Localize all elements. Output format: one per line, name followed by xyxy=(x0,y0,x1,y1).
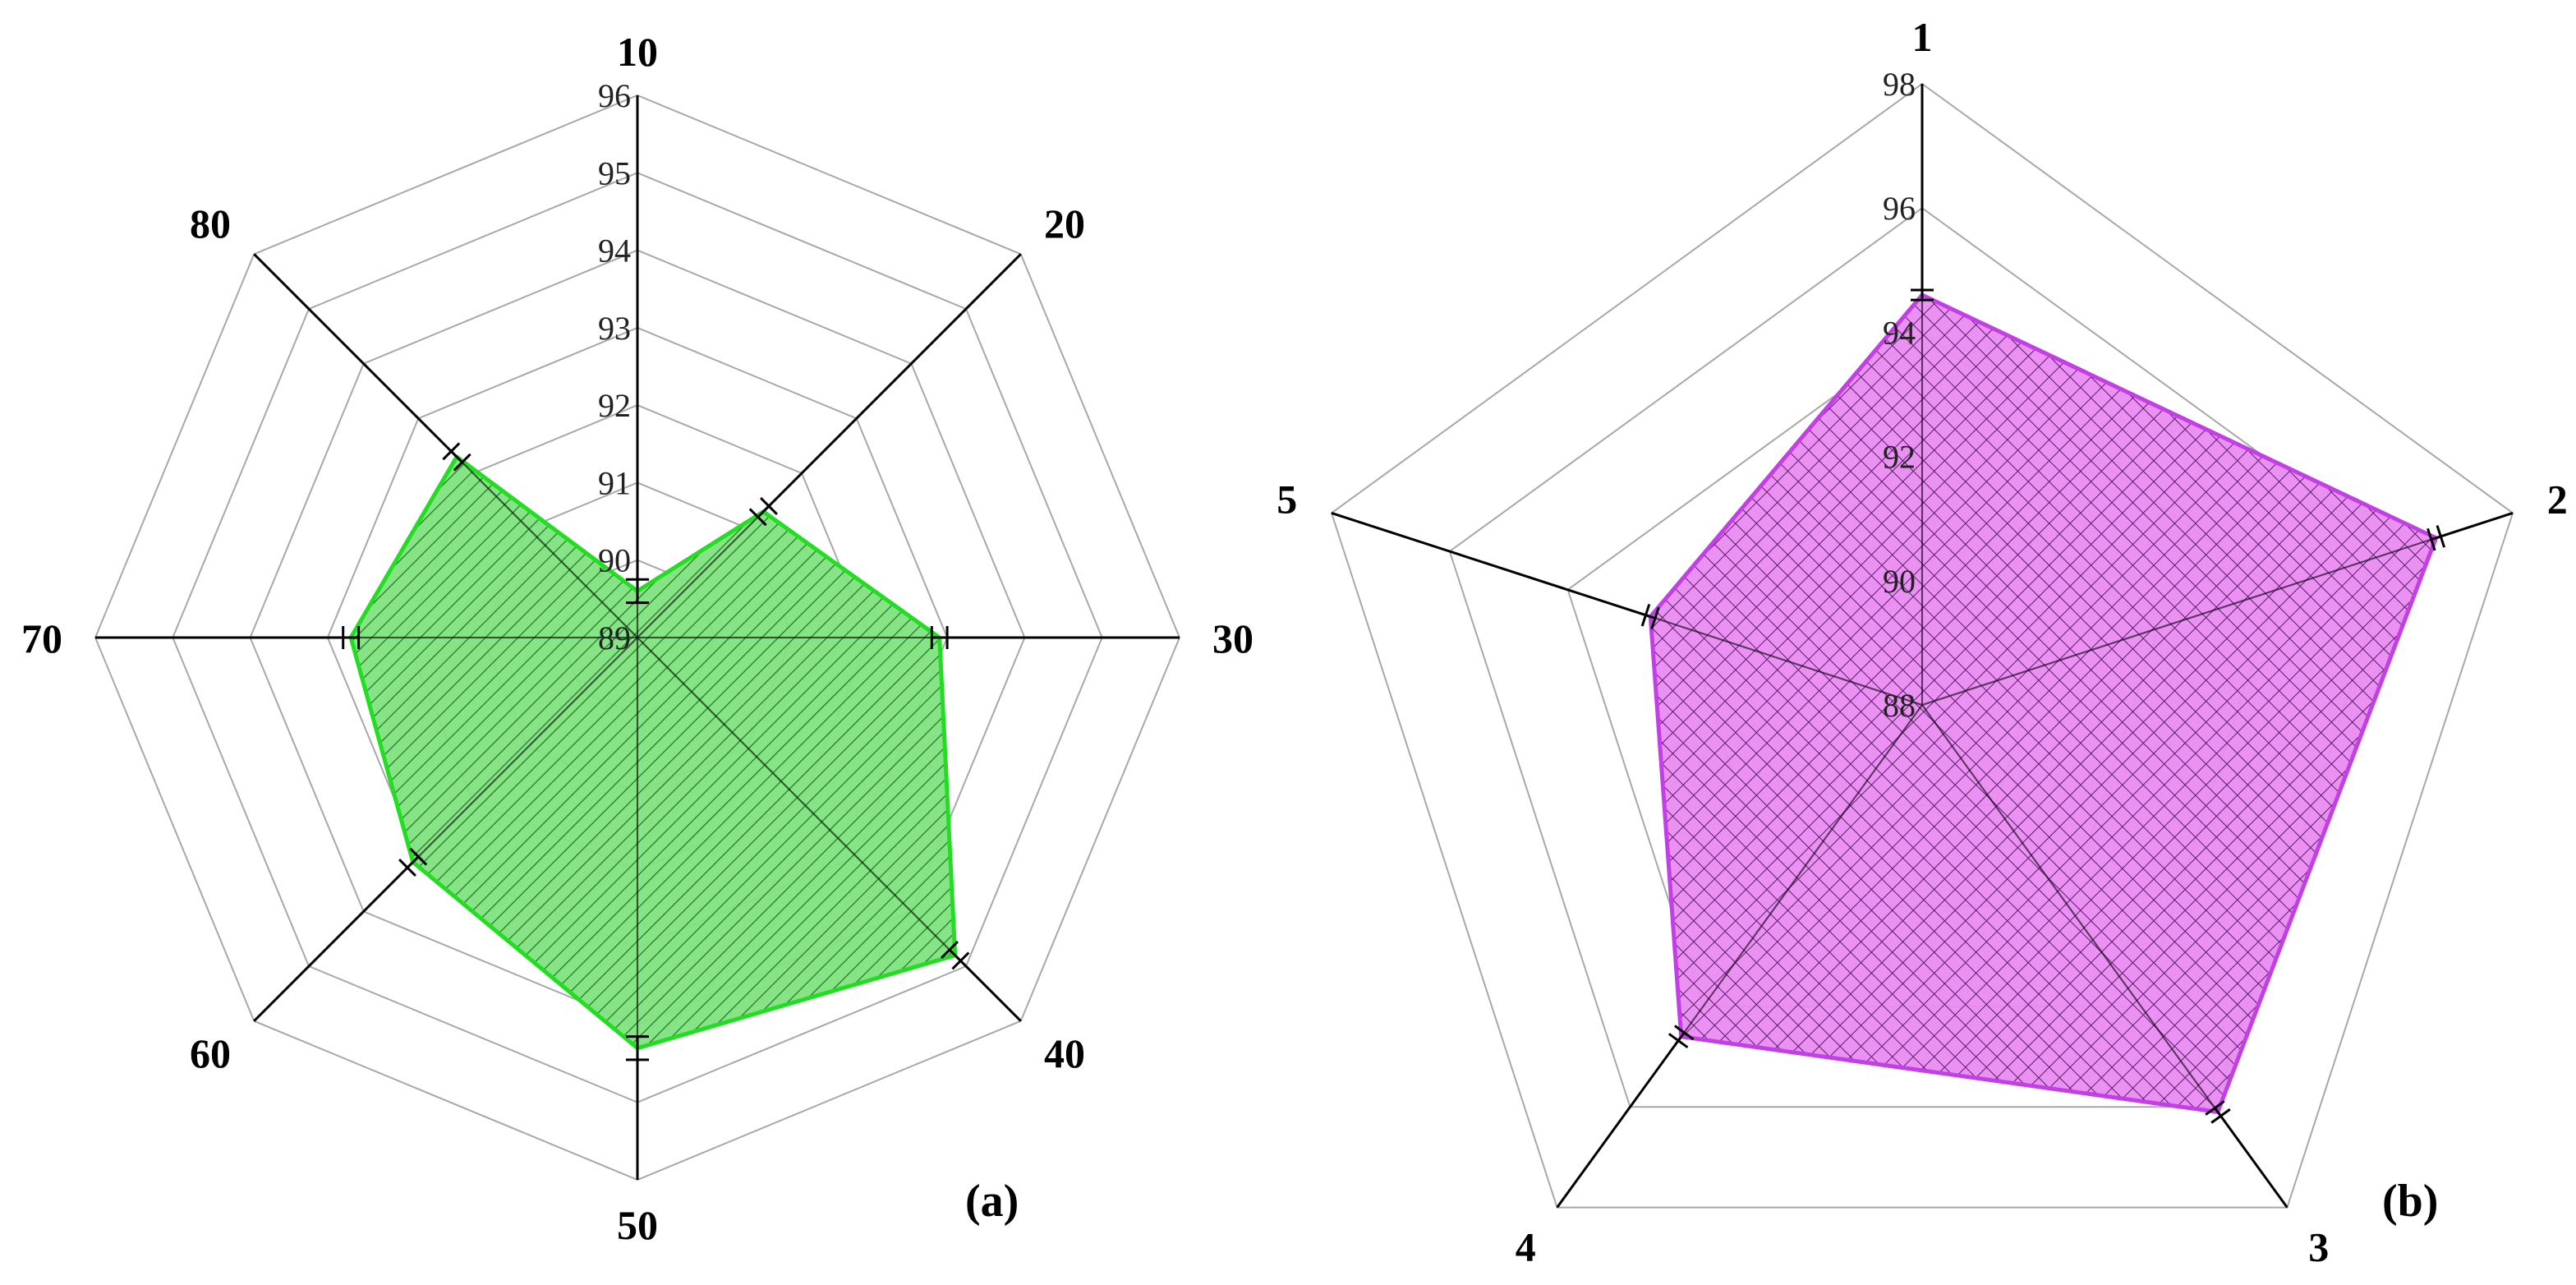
grid-ring xyxy=(1330,82,2514,1209)
axis-spoke-inner xyxy=(1921,704,2219,1112)
error-bar xyxy=(626,578,649,605)
axis-category-label: 4 xyxy=(1516,1224,1536,1270)
axis-spoke-inner xyxy=(1680,704,1923,1038)
axis-category-label: 40 xyxy=(1044,1030,1085,1076)
radar-chart-a: 89 90 91 92 93 94 95 96 10 20 30 40 50 60 70 80 (a) xyxy=(21,29,1254,1248)
error-bar xyxy=(748,497,778,527)
error-bar xyxy=(1640,603,1660,630)
radial-tick-label: 92 xyxy=(598,387,631,424)
radial-tick-label: 90 xyxy=(598,542,631,579)
axis-category-label: 20 xyxy=(1044,200,1085,246)
axis-labels-b: 1 2 3 4 5 xyxy=(1276,14,2568,1270)
axis-category-label: 10 xyxy=(617,29,658,75)
axis-spoke-inner xyxy=(1921,537,2436,706)
axis-category-label: 1 xyxy=(1912,14,1933,60)
axis-category-label: 50 xyxy=(617,1202,658,1248)
radar-series-a xyxy=(342,442,970,1062)
axis-spoke-inner xyxy=(412,637,638,864)
radial-tick-label: 98 xyxy=(1883,66,1916,103)
radial-tick-label: 93 xyxy=(598,310,631,347)
axis-category-label: 60 xyxy=(190,1030,231,1076)
axis-category-label: 3 xyxy=(2308,1224,2329,1270)
radial-tick-labels-a: 89 90 91 92 93 94 95 96 xyxy=(598,77,631,656)
radial-tick-label: 89 xyxy=(598,619,631,656)
radar-series-b xyxy=(1640,288,2446,1124)
panel-label-a: (a) xyxy=(965,1176,1019,1227)
radial-tick-label: 91 xyxy=(598,464,631,501)
error-bar xyxy=(941,941,970,970)
axis-category-label: 2 xyxy=(2547,477,2568,523)
axis-spoke-inner xyxy=(456,456,638,638)
panel-label-b: (b) xyxy=(2382,1176,2438,1227)
error-bar xyxy=(2426,525,2446,551)
error-bar xyxy=(342,626,361,649)
axis-category-label: 5 xyxy=(1276,477,1297,523)
radial-tick-label: 96 xyxy=(1883,190,1916,227)
axis-spoke-inner xyxy=(1649,615,1923,706)
radial-tick-label: 95 xyxy=(598,154,631,191)
error-bar xyxy=(2205,1100,2231,1124)
error-bar xyxy=(626,1035,649,1062)
radial-tick-label: 94 xyxy=(598,233,631,269)
radial-tick-label: 90 xyxy=(1883,563,1916,600)
radial-tick-label: 94 xyxy=(1883,314,1916,351)
radial-tick-label: 88 xyxy=(1883,687,1916,724)
radial-tick-label: 96 xyxy=(598,77,631,114)
axis-spoke-inner xyxy=(637,510,765,638)
error-bar xyxy=(398,847,428,877)
error-bar xyxy=(1911,288,1934,302)
series-area xyxy=(1648,292,2438,1114)
axis-category-label: 70 xyxy=(21,615,62,661)
radar-chart-b: 88 90 92 94 96 98 1 2 3 4 5 (b) xyxy=(1276,14,2568,1270)
error-bar xyxy=(442,442,472,472)
radial-tick-labels-b: 88 90 92 94 96 98 xyxy=(1883,66,1916,724)
axis-category-label: 30 xyxy=(1212,615,1254,661)
axis-spoke-inner xyxy=(637,637,956,956)
series-area xyxy=(348,454,958,1051)
axis-labels-a: 10 20 30 40 50 60 70 80 xyxy=(21,29,1254,1248)
radial-tick-label: 92 xyxy=(1883,439,1916,476)
error-bar xyxy=(1668,1025,1695,1049)
axis-category-label: 80 xyxy=(190,200,231,246)
error-bar xyxy=(930,626,949,649)
